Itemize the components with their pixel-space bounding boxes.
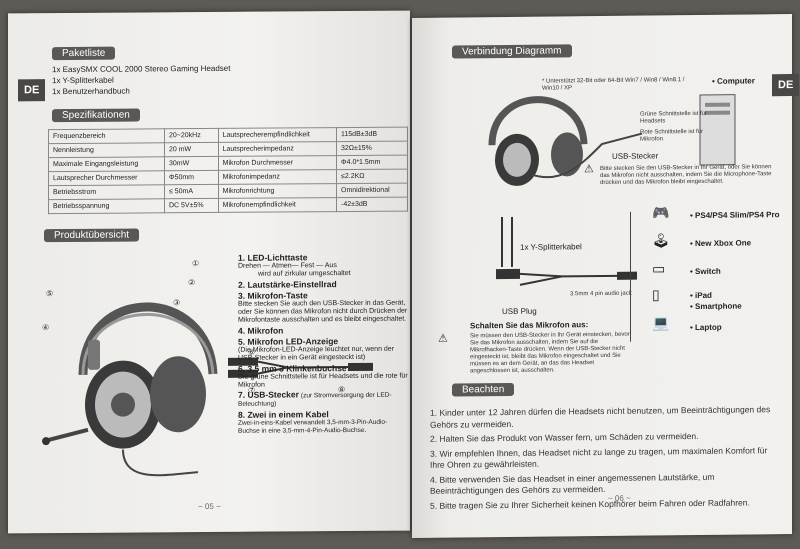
spec-cell: Frequenzbereich	[48, 128, 165, 144]
paketliste-header: Paketliste	[52, 46, 116, 61]
green-interface-label: Grüne Schnittstelle ist für Headsets	[640, 110, 708, 125]
spec-cell: 30mW	[164, 156, 219, 171]
feature-6-desc: Die grüne Schnittstelle ist für Headsets…	[238, 372, 408, 389]
headset-illustration	[42, 302, 218, 477]
feature-1-sub2: wird auf zirkular umgeschaltet	[258, 270, 351, 278]
device-smartphone: • Smartphone	[690, 301, 742, 312]
warning-icon-2: ⚠	[438, 332, 448, 345]
beachten-item-1: 1. Kinder unter 12 Jahren dürfen die Hea…	[430, 404, 771, 430]
beachten-item-3: 3. Wir empfehlen Ihnen, das Headset nich…	[430, 444, 768, 470]
spec-cell: Lautsprecher Durchmesser	[48, 170, 165, 186]
splitter-diagram	[496, 216, 637, 286]
paket-item-3: 1x Benutzerhandbuch	[52, 86, 130, 97]
verbindung-header: Verbindung Diagramm	[452, 44, 572, 59]
spec-cell: 20 mW	[164, 142, 219, 157]
feature-4-title: 4. Mikrofon	[238, 325, 284, 336]
spec-cell: Mikrofonrichtung	[218, 183, 337, 199]
gamepad-icon: 🎮	[652, 204, 670, 221]
feature-8-desc: Zwei-in-eins-Kabel verwandelt 3,5-mm-3-P…	[238, 418, 388, 435]
spec-cell: 32Ω±15%	[336, 141, 408, 156]
device-ipad: • iPad	[690, 290, 712, 301]
red-interface-label: Rote Schnittstelle ist für Mikrofon	[640, 128, 704, 143]
spec-cell: 20~20kHz	[164, 128, 219, 143]
switch-icon: ▭	[652, 260, 666, 277]
beachten-item-5: 5. Bitte tragen Sie zu Ihrer Sicherheit …	[430, 496, 750, 511]
spec-cell: ≤ 50mA	[164, 184, 219, 199]
jack-label: 3.5mm 4 pin audio jack	[570, 290, 632, 298]
spec-cell: DC 5V±5%	[164, 198, 219, 213]
spec-cell: Lautsprecherempfindlichkeit	[218, 127, 337, 143]
spec-cell: Mikrofonimpedanz	[218, 169, 337, 185]
usb-plug-label: USB Plug	[502, 306, 537, 317]
beachten-list: 1. Kinder unter 12 Jahren dürfen die Hea…	[430, 404, 780, 515]
page-number-left: ~ 05 ~	[198, 501, 221, 512]
callout-4: ④	[42, 323, 50, 333]
feature-2-title: 2. Lautstärke-Einstellrad	[238, 279, 337, 290]
tablet-icon: ▯	[652, 286, 660, 303]
feature-list: 1. LED-Lichttaste Drehen — Atmen— Fest —…	[238, 251, 408, 436]
left-page: Paketliste DE 1x EasySMX COOL 2000 Stere…	[8, 10, 410, 534]
spec-cell: Betriebsstrom	[48, 184, 165, 200]
spec-cell: Betriebsspannung	[48, 198, 165, 214]
beachten-item-4: 4. Bitte verwenden Sie das Headset in ei…	[430, 471, 715, 496]
beachten-item-2: 2. Halten Sie das Produkt von Wasser fer…	[430, 430, 699, 444]
paket-item-1: 1x EasySMX COOL 2000 Stereo Gaming Heads…	[52, 63, 231, 75]
produktuebersicht-header: Produktübersicht	[44, 228, 140, 243]
spec-cell: 115dB±3dB	[336, 127, 408, 142]
usb-stecker-label: USB-Stecker	[612, 151, 659, 161]
de-tab: DE	[18, 79, 46, 102]
spezifikationen-header: Spezifikationen	[52, 108, 140, 123]
spec-cell: Maximale Eingangsleistung	[48, 156, 165, 172]
spec-cell: Φ4.0*1.5mm	[336, 155, 408, 170]
feature-7-title: 7. USB-Stecker	[238, 389, 299, 400]
laptop-icon: 💻	[652, 314, 670, 331]
feature-5-desc: (Die Mikrofon-LED-Anzeige leuchtet nur, …	[238, 345, 395, 362]
computer-diagram	[488, 94, 736, 186]
mic-off-title: Schalten Sie das Mikrofon aus:	[470, 320, 589, 331]
paket-item-2: 1x Y-Splitterkabel	[52, 75, 114, 86]
spec-cell: ≤2.2KΩ	[336, 169, 408, 184]
spec-cell: Omnidirektional	[336, 183, 408, 198]
spec-cell: Φ50mm	[164, 170, 219, 185]
spec-cell: Mikrofonempfindlichkeit	[218, 197, 337, 213]
device-laptop: • Laptop	[690, 322, 722, 333]
spec-cell: Mikrofon Durchmesser	[218, 155, 337, 171]
de-tab-right: DE	[772, 73, 800, 97]
warning-text-1: Bitte stecken Sie den USB-Stecker in Ihr…	[600, 164, 772, 187]
splitter-label: 1x Y-Splitterkabel	[520, 242, 582, 252]
callout-1: ①	[192, 259, 200, 269]
device-bracket	[630, 211, 631, 342]
spec-cell: Nennleistung	[48, 142, 165, 158]
callout-5: ⑤	[46, 289, 54, 299]
cable-illustration	[228, 357, 373, 378]
device-ps4: • PS4/PS4 Slim/PS4 Pro	[690, 210, 780, 221]
xbox-controller-icon: 🕹	[652, 232, 670, 249]
device-xbox: • New Xbox One	[690, 238, 752, 249]
device-switch: • Switch	[690, 266, 721, 277]
beachten-header: Beachten	[452, 382, 515, 397]
callout-2: ②	[188, 278, 196, 288]
feature-3-desc: Bitte stecken Sie auch den USB-Stecker i…	[238, 299, 408, 324]
right-page: Verbindung Diagramm DE * Unterstützt 32-…	[412, 14, 800, 538]
warning-icon: ⚠	[584, 163, 594, 176]
spec-cell: -42±3dB	[336, 197, 408, 212]
spec-cell: Lautsprecherimpedanz	[218, 141, 337, 157]
page-number-right: ~ 06 ~	[608, 493, 631, 503]
callout-3: ③	[173, 298, 181, 308]
mic-off-desc: Sie müssen den USB-Stecker in Ihr Gerät …	[470, 331, 630, 375]
